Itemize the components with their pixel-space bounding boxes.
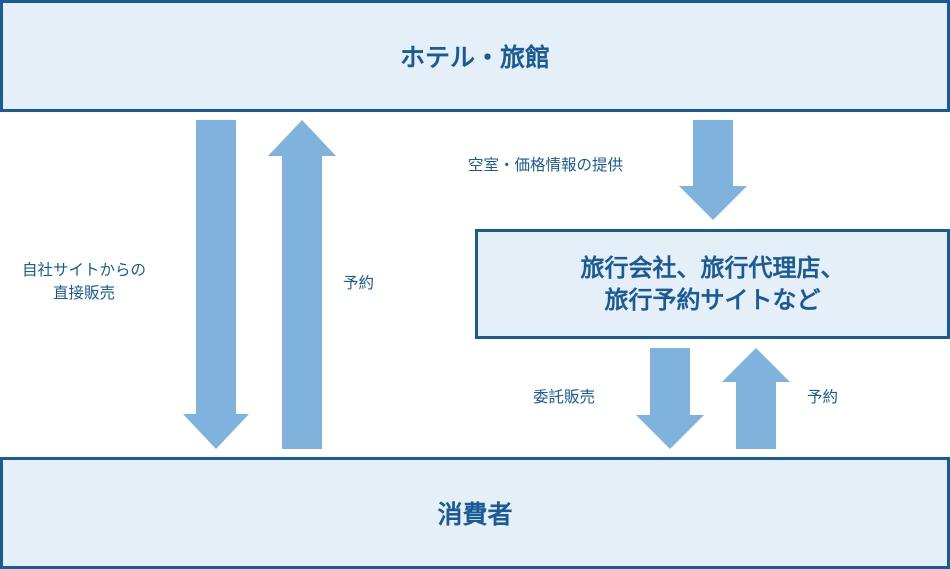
agency-box: 旅行会社、旅行代理店、 旅行予約サイトなど <box>475 229 950 339</box>
hotel-label: ホテル・旅館 <box>399 43 550 72</box>
consumer-label: 消費者 <box>437 500 513 529</box>
direct-sales-arrow <box>183 120 249 449</box>
direct-sales-label-line2: 直接販売 <box>53 284 116 303</box>
direct-sales-label: 自社サイトからの 直接販売 <box>22 259 146 306</box>
direct-sales-label-line1: 自社サイトからの <box>22 261 147 279</box>
info-provide-arrow <box>679 120 747 220</box>
info-provide-label: 空室・価格情報の提供 <box>468 156 624 174</box>
hotel-box: ホテル・旅館 <box>0 0 950 112</box>
agency-label-line1: 旅行会社、旅行代理店、 <box>580 253 845 282</box>
consumer-box: 消費者 <box>0 457 950 569</box>
consignment-sales-label: 委託販売 <box>533 388 596 406</box>
reservation-label-right: 予約 <box>807 388 839 406</box>
reservation-up-arrow-left <box>268 120 336 449</box>
reservation-label-left: 予約 <box>343 274 375 292</box>
agency-label-line2: 旅行予約サイトなど <box>604 286 821 314</box>
consignment-sales-arrow <box>636 348 704 449</box>
reservation-up-arrow-right <box>722 348 790 449</box>
